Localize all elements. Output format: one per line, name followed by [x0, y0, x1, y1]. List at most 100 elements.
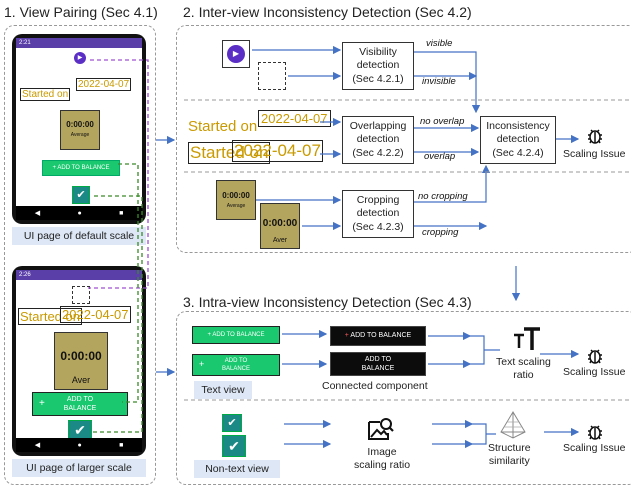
button-label-line1: ADD TO	[66, 396, 94, 403]
visible-view-sample: ▶	[222, 40, 250, 68]
caption-default-scale: UI page of default scale	[12, 227, 146, 245]
date-text: 2022-04-07	[76, 78, 132, 91]
box-line: Cropping	[356, 194, 400, 207]
inter-view-panel	[176, 25, 631, 253]
section-2-title: 2. Inter-view Inconsistency Detection (S…	[183, 4, 472, 20]
plus-icon: +	[39, 398, 45, 409]
view-pairing-panel	[4, 25, 156, 485]
plus-icon: +	[207, 332, 212, 338]
date-sample: 2022-04-07	[258, 110, 331, 127]
average-text: Average	[70, 132, 90, 138]
status-bar: 2:26	[16, 270, 142, 280]
timer-box: 0:00:00 Average	[60, 110, 100, 150]
checkbox-sample-icon: ✔	[222, 414, 242, 432]
image-scaling-ratio-label: Image scaling ratio	[354, 446, 410, 472]
status-bar: 2:21	[16, 38, 142, 48]
date-text: 2022-04-07	[60, 306, 131, 323]
plus-icon: +	[344, 332, 349, 339]
timer-text: 0:00:00	[222, 191, 250, 200]
phone-larger-scale: 2:26 Started on 2022-04-07 0:00:00 Aver …	[12, 266, 146, 456]
no-overlap-label: no overlap	[420, 116, 465, 127]
started-on-overlap-sample: Started on	[188, 142, 271, 164]
add-to-balance-sample: + ADD TO BALANCE	[192, 326, 280, 344]
cropping-detection-box: Cropping detection (Sec 4.2.3)	[342, 190, 414, 238]
box-line: (Sec 4.2.4)	[492, 146, 544, 159]
started-on-text: Started on	[20, 88, 71, 101]
invisible-label: invisible	[422, 76, 456, 87]
label-line: Image	[367, 446, 397, 458]
timer-text: 0:00:00	[60, 349, 102, 363]
connected-component-sample: + ADD TO BALANCE	[330, 326, 426, 346]
box-line: Inconsistency	[486, 120, 550, 133]
box-line: (Sec 4.2.3)	[352, 220, 404, 233]
checkbox-large-sample-icon: ✔	[222, 435, 246, 457]
nav-bar: ◀ ● ■	[16, 206, 142, 220]
overlap-label: overlap	[424, 151, 456, 162]
nav-bar: ◀ ● ■	[16, 438, 142, 452]
invisible-view-placeholder	[72, 286, 90, 304]
scaling-issue-label: Scaling Issue	[563, 442, 626, 454]
date-overlap-sample: 2022-04-07	[232, 140, 323, 162]
visible-label: visible	[426, 38, 453, 49]
checkbox-icon[interactable]: ✔	[72, 186, 90, 204]
no-cropping-label: no cropping	[418, 191, 468, 202]
status-time: 2:26	[19, 272, 31, 278]
add-to-balance-button[interactable]: + ADD TO BALANCE	[42, 160, 120, 176]
home-icon[interactable]: ●	[77, 209, 82, 217]
invisible-view-sample	[258, 62, 286, 90]
component-label: ADD TO BALANCE	[350, 332, 412, 339]
home-icon[interactable]: ●	[77, 441, 82, 449]
label-line: Text scaling	[496, 356, 551, 368]
scaling-issue-label: Scaling Issue	[563, 148, 626, 160]
section-3-title: 3. Intra-view Inconsistency Detection (S…	[183, 294, 472, 310]
play-icon[interactable]: ▶	[74, 52, 86, 64]
aver-text: Aver	[71, 375, 91, 385]
timer-text: 0:00:00	[66, 120, 94, 129]
started-on-text: Started on	[18, 308, 82, 325]
structure-similarity-label: Structure similarity	[488, 442, 531, 468]
recent-icon[interactable]: ■	[119, 441, 124, 449]
caption-larger-scale: UI page of larger scale	[12, 459, 146, 477]
back-icon[interactable]: ◀	[34, 442, 41, 449]
scaling-issue-label: Scaling Issue	[563, 366, 626, 378]
connected-component-large-sample: ADD TO BALANCE	[330, 352, 426, 376]
label-line: scaling ratio	[354, 459, 411, 471]
timer-cropped-sample: 0:00:00 Aver	[260, 203, 300, 249]
button-label-line2: BALANCE	[63, 405, 97, 412]
label-line: similarity	[488, 455, 530, 467]
timer-sample: 0:00:00 Average	[216, 180, 256, 220]
back-icon[interactable]: ◀	[34, 210, 41, 217]
add-to-balance-button[interactable]: + ADD TO BALANCE	[32, 392, 128, 416]
plus-icon: +	[52, 165, 57, 171]
label-line: Structure	[488, 442, 531, 454]
play-icon: ▶	[227, 45, 245, 63]
phone-screen: 2:26 Started on 2022-04-07 0:00:00 Aver …	[16, 270, 142, 452]
caption-non-text-view: Non-text view	[194, 460, 280, 478]
intra-view-panel	[176, 311, 631, 485]
recent-icon[interactable]: ■	[119, 209, 124, 217]
checkbox-icon[interactable]: ✔	[68, 420, 92, 440]
box-line: detection	[356, 133, 400, 146]
box-line: (Sec 4.2.2)	[352, 146, 404, 159]
text-size-icon	[514, 327, 540, 350]
text-scaling-ratio-label: Text scaling ratio	[496, 356, 551, 382]
component-label-line2: BALANCE	[361, 365, 395, 372]
box-line: detection	[356, 59, 400, 72]
inconsistency-detection-box: Inconsistency detection (Sec 4.2.4)	[480, 116, 556, 164]
overlapping-detection-box: Overlapping detection (Sec 4.2.2)	[342, 116, 414, 164]
label-line: ratio	[513, 369, 534, 381]
pyramid-icon	[500, 411, 526, 439]
section-1-title: 1. View Pairing (Sec 4.1)	[4, 4, 158, 20]
timer-text: 0:00:00	[262, 218, 298, 229]
bug-icon	[588, 129, 602, 144]
box-line: detection	[356, 207, 400, 220]
add-to-balance-large-sample: + ADD TO BALANCE	[192, 354, 280, 376]
aver-text: Aver	[272, 237, 288, 244]
box-line: detection	[496, 133, 540, 146]
bug-icon	[588, 425, 602, 440]
average-text: Average	[226, 203, 246, 209]
plus-icon: +	[199, 359, 205, 369]
button-label-line1: ADD TO	[224, 358, 248, 364]
timer-box: 0:00:00 Aver	[54, 332, 108, 390]
caption-text-view: Text view	[194, 381, 252, 399]
